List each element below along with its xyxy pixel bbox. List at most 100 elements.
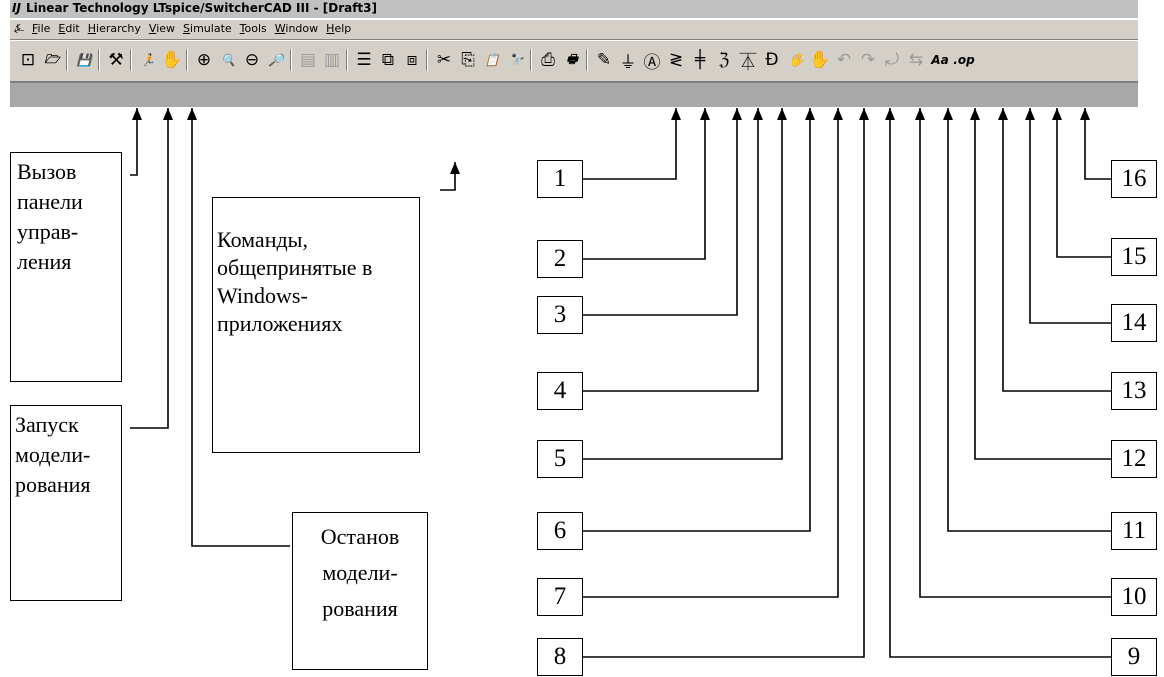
menu-tools[interactable]: Tools [239, 22, 267, 35]
number-box-5: 5 [537, 440, 583, 478]
number-box-1: 1 [537, 160, 583, 198]
number-box-6: 6 [537, 512, 583, 550]
leader-line-5 [583, 108, 787, 460]
leader-line-7 [583, 108, 843, 598]
leader-run-simulation [130, 108, 173, 429]
component-icon[interactable]: Ð [765, 50, 779, 70]
stop-simulation-callout-text: Останов модели-рования [320, 524, 400, 621]
print-icon[interactable]: 🖶 [566, 51, 578, 66]
main-toolbar: ⊡🗁💾⚒🏃✋⊕🔍⊖🔎▤▥☰⧉⧈✂⎘📋🔭⎙🖶✎⏚Ⓐ≷╪ℨ⏄Ð🖐✋↶↷⤾⇆Aa.op [10, 40, 1138, 82]
rotate-icon[interactable]: ⤾ [884, 50, 900, 70]
toolbar-separator [130, 49, 132, 71]
number-box-10: 10 [1111, 578, 1157, 616]
toolbar-separator [530, 49, 532, 71]
toolbar-separator [186, 49, 188, 71]
leader-line-3 [583, 108, 742, 316]
toolbar-separator [346, 49, 348, 71]
run-simulation-callout-text: Запуск модели-рования [15, 412, 91, 497]
leader-line-6 [583, 108, 815, 532]
toolbar-separator [426, 49, 428, 71]
cascade-windows-icon[interactable]: ⧉ [381, 50, 395, 70]
number-box-2: 2 [537, 240, 583, 278]
tile-vertical-icon[interactable]: ⧈ [406, 50, 418, 70]
draw-wire-icon[interactable]: ✎ [596, 50, 612, 70]
windows-commands-callout-text: Команды, общепринятые в Windows-приложен… [217, 227, 373, 336]
menu-edit[interactable]: Edit [58, 22, 80, 35]
menu-help[interactable]: Help [326, 22, 352, 35]
diode-icon[interactable]: ⏄ [739, 52, 757, 73]
open-folder-icon[interactable]: 🗁 [44, 51, 60, 66]
run-simulation-callout: Запуск модели-рования [10, 405, 122, 601]
redo-icon[interactable]: ↷ [860, 50, 876, 70]
zoom-out-icon[interactable]: ⊖ [244, 50, 260, 70]
paste-icon[interactable]: 📋 [484, 53, 500, 67]
label-net-icon[interactable]: Ⓐ [643, 52, 661, 73]
halt-simulation-hand-icon[interactable]: ✋ [161, 50, 183, 70]
cut-icon[interactable]: ✂ [436, 50, 452, 70]
delete-trace-icon[interactable]: ▥ [323, 50, 341, 70]
number-box-13: 13 [1111, 372, 1157, 410]
number-box-3: 3 [537, 296, 583, 334]
leader-line-4 [583, 108, 763, 392]
zoom-in-icon[interactable]: ⊕ [196, 50, 212, 70]
save-icon[interactable]: 💾 [76, 53, 92, 67]
zoom-fit-icon[interactable]: 🔎 [268, 53, 284, 67]
number-box-4: 4 [537, 372, 583, 410]
drag-hand-icon[interactable]: ✋ [809, 50, 831, 70]
new-schematic-icon[interactable]: ⊡ [20, 50, 36, 70]
leader-line-1 [583, 108, 681, 180]
print-setup-icon[interactable]: ⎙ [541, 50, 555, 70]
menu-simulate[interactable]: Simulate [183, 22, 232, 35]
ltspice-logo-icon: IJ [12, 1, 21, 15]
leader-line-11 [943, 108, 1111, 532]
number-box-14: 14 [1111, 304, 1157, 342]
menu-file[interactable]: File [32, 22, 51, 35]
spice-directive-icon[interactable]: .op [953, 53, 975, 67]
number-box-16: 16 [1111, 160, 1157, 198]
text-icon[interactable]: Aa [931, 53, 949, 67]
window-title: Linear Technology LTspice/SwitcherCAD II… [26, 1, 377, 15]
copy-icon[interactable]: ⎘ [461, 50, 475, 70]
leader-line-2 [583, 108, 710, 260]
menu-bar: ⍼ File Edit Hierarchy View Simulate Tools Wind… [10, 19, 1138, 40]
control-panel-callout: Вызов панели управ-ления [10, 152, 122, 382]
number-box-11: 11 [1111, 512, 1157, 550]
windows-commands-callout: Команды, общепринятые в Windows-приложен… [212, 197, 420, 453]
leader-line-13 [998, 108, 1111, 392]
undo-icon[interactable]: ↶ [836, 50, 852, 70]
toolbar-separator [66, 49, 68, 71]
number-box-12: 12 [1111, 440, 1157, 478]
number-box-9: 9 [1111, 638, 1157, 676]
leader-line-14 [1025, 108, 1111, 324]
leader-control-panel [130, 108, 142, 176]
toolbar-separator [98, 49, 100, 71]
leader-windows-commands [440, 162, 460, 191]
ground-icon[interactable]: ⏚ [619, 52, 637, 73]
menu-window[interactable]: Window [274, 22, 319, 35]
mirror-icon[interactable]: ⇆ [908, 50, 924, 70]
leader-stop-simulation [187, 108, 290, 547]
control-panel-hammer-icon[interactable]: ⚒ [108, 50, 124, 70]
window-titlebar: IJ Linear Technology LTspice/SwitcherCAD… [10, 0, 1138, 18]
menu-hierarchy[interactable]: Hierarchy [87, 22, 141, 35]
leader-line-12 [970, 108, 1111, 460]
toolbar-separator [586, 49, 588, 71]
find-icon[interactable]: 🔭 [508, 53, 524, 67]
run-simulation-icon[interactable]: 🏃 [140, 53, 156, 67]
tile-horizontal-icon[interactable]: ☰ [356, 50, 372, 70]
menu-items: File Edit Hierarchy View Simulate Tools Window… [32, 22, 351, 35]
autoscale-icon[interactable]: ▤ [299, 50, 317, 70]
capacitor-icon[interactable]: ╪ [694, 50, 706, 70]
menu-view[interactable]: View [148, 22, 176, 35]
status-bar [10, 82, 1138, 107]
stop-simulation-callout: Останов модели-рования [292, 512, 428, 670]
leader-line-10 [915, 108, 1111, 598]
resistor-icon[interactable]: ≷ [668, 50, 684, 70]
pan-icon[interactable]: 🔍 [220, 53, 236, 67]
leader-line-15 [1052, 108, 1111, 258]
number-box-7: 7 [537, 578, 583, 616]
move-hand-icon[interactable]: 🖐 [788, 53, 804, 67]
system-menu-icon[interactable]: ⍼ [14, 21, 25, 35]
inductor-icon[interactable]: ℨ [718, 50, 730, 70]
